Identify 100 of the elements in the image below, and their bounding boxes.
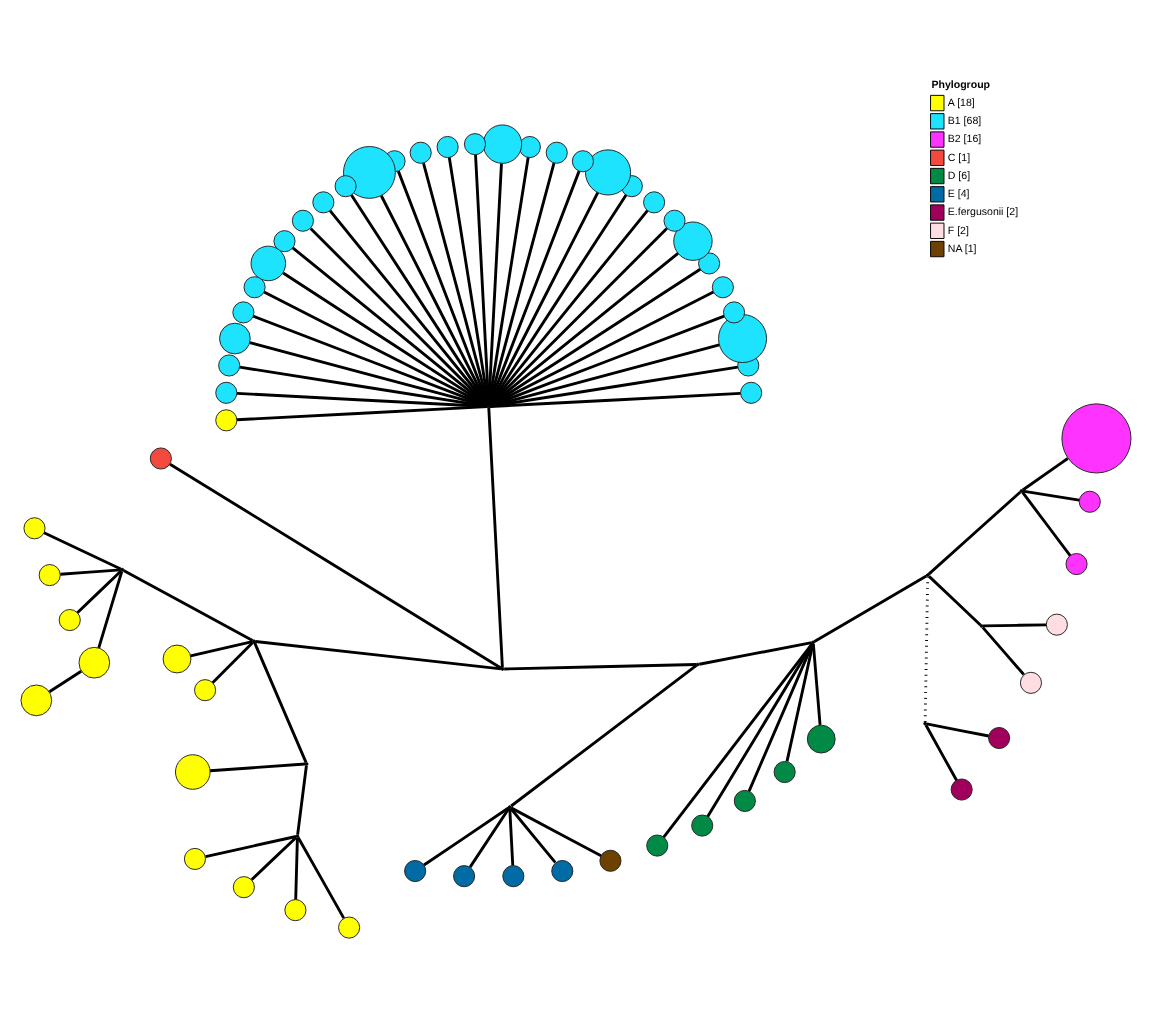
connector xyxy=(926,722,989,738)
connector xyxy=(255,640,502,671)
node-circle xyxy=(698,252,721,275)
node-circle xyxy=(149,447,172,470)
connector xyxy=(509,807,557,864)
node-point xyxy=(500,667,505,671)
node-circle xyxy=(599,849,622,872)
node-point xyxy=(695,662,700,667)
connector xyxy=(981,626,1025,676)
node-circle xyxy=(404,860,427,883)
node-circle xyxy=(1045,613,1068,636)
node-circle xyxy=(194,679,217,702)
connector xyxy=(48,670,82,694)
node-circle xyxy=(463,133,487,156)
node-point xyxy=(811,640,816,645)
connector xyxy=(698,641,813,666)
node-circle xyxy=(551,860,574,883)
connector xyxy=(785,643,815,762)
node-circle xyxy=(545,141,568,164)
node-circle xyxy=(773,761,796,784)
connector xyxy=(811,643,822,725)
node-circle xyxy=(273,230,296,253)
node-circle xyxy=(737,354,760,377)
node-circle xyxy=(338,916,361,939)
node-circle xyxy=(175,754,211,790)
connector xyxy=(1022,489,1080,502)
connector xyxy=(294,837,299,900)
node-point xyxy=(507,805,512,809)
connector xyxy=(60,568,121,576)
connector xyxy=(236,405,488,422)
node-circle xyxy=(585,149,632,196)
node-circle xyxy=(571,150,594,173)
connector xyxy=(122,569,254,642)
node-point xyxy=(923,721,927,726)
node-point xyxy=(979,624,984,628)
node-circle xyxy=(663,209,686,232)
node-circle xyxy=(733,789,756,812)
connector xyxy=(813,574,928,643)
node-circle xyxy=(215,409,238,432)
connector xyxy=(508,808,515,866)
connector xyxy=(510,664,698,808)
node-circle xyxy=(723,301,746,324)
node-circle xyxy=(162,644,192,674)
node-circle xyxy=(988,726,1011,750)
node-circle xyxy=(1065,553,1088,576)
node-circle xyxy=(950,778,973,801)
connector xyxy=(253,642,308,763)
connector xyxy=(662,642,814,838)
connector xyxy=(510,806,602,858)
node-circle xyxy=(691,814,714,837)
node-circle xyxy=(20,684,53,717)
connector xyxy=(190,640,253,658)
connector xyxy=(489,365,738,408)
node-circle xyxy=(646,834,669,857)
connector xyxy=(490,391,741,408)
connector xyxy=(983,623,1047,628)
connector xyxy=(923,576,930,723)
node-circle xyxy=(1019,671,1042,694)
node-circle xyxy=(218,354,241,377)
node-circle xyxy=(38,564,61,587)
connector xyxy=(747,643,814,792)
node-circle xyxy=(409,141,432,164)
node-circle xyxy=(291,209,314,232)
connector xyxy=(211,641,254,684)
node-circle xyxy=(284,899,307,922)
node-circle xyxy=(1061,403,1132,474)
connector xyxy=(205,835,297,858)
node-circle xyxy=(718,314,768,364)
node-circle xyxy=(383,150,406,173)
node-point xyxy=(486,404,491,409)
connector xyxy=(423,806,510,867)
node-circle xyxy=(250,245,287,282)
node-circle xyxy=(243,276,266,299)
connector xyxy=(1021,457,1069,492)
node-circle xyxy=(312,191,335,214)
node-point xyxy=(252,639,256,644)
connector xyxy=(928,575,982,626)
connector xyxy=(468,807,511,868)
connector xyxy=(296,765,308,835)
node-circle xyxy=(232,301,255,324)
node-circle xyxy=(711,276,734,299)
connector xyxy=(487,407,504,668)
node-circle xyxy=(58,609,81,632)
node-point xyxy=(120,567,125,572)
node-circle xyxy=(620,175,643,198)
node-circle xyxy=(673,221,713,261)
connector xyxy=(504,663,697,671)
node-circle xyxy=(334,175,357,198)
connector xyxy=(43,531,122,571)
connector xyxy=(1021,491,1072,557)
node-circle xyxy=(215,381,238,404)
node-circle xyxy=(436,135,459,159)
node-circle xyxy=(482,124,523,164)
connector xyxy=(927,490,1022,576)
node-circle xyxy=(78,646,111,679)
node-circle xyxy=(643,191,666,214)
node-point xyxy=(304,762,309,766)
node-circle xyxy=(806,724,836,754)
connector xyxy=(97,570,124,649)
connector xyxy=(924,724,958,781)
